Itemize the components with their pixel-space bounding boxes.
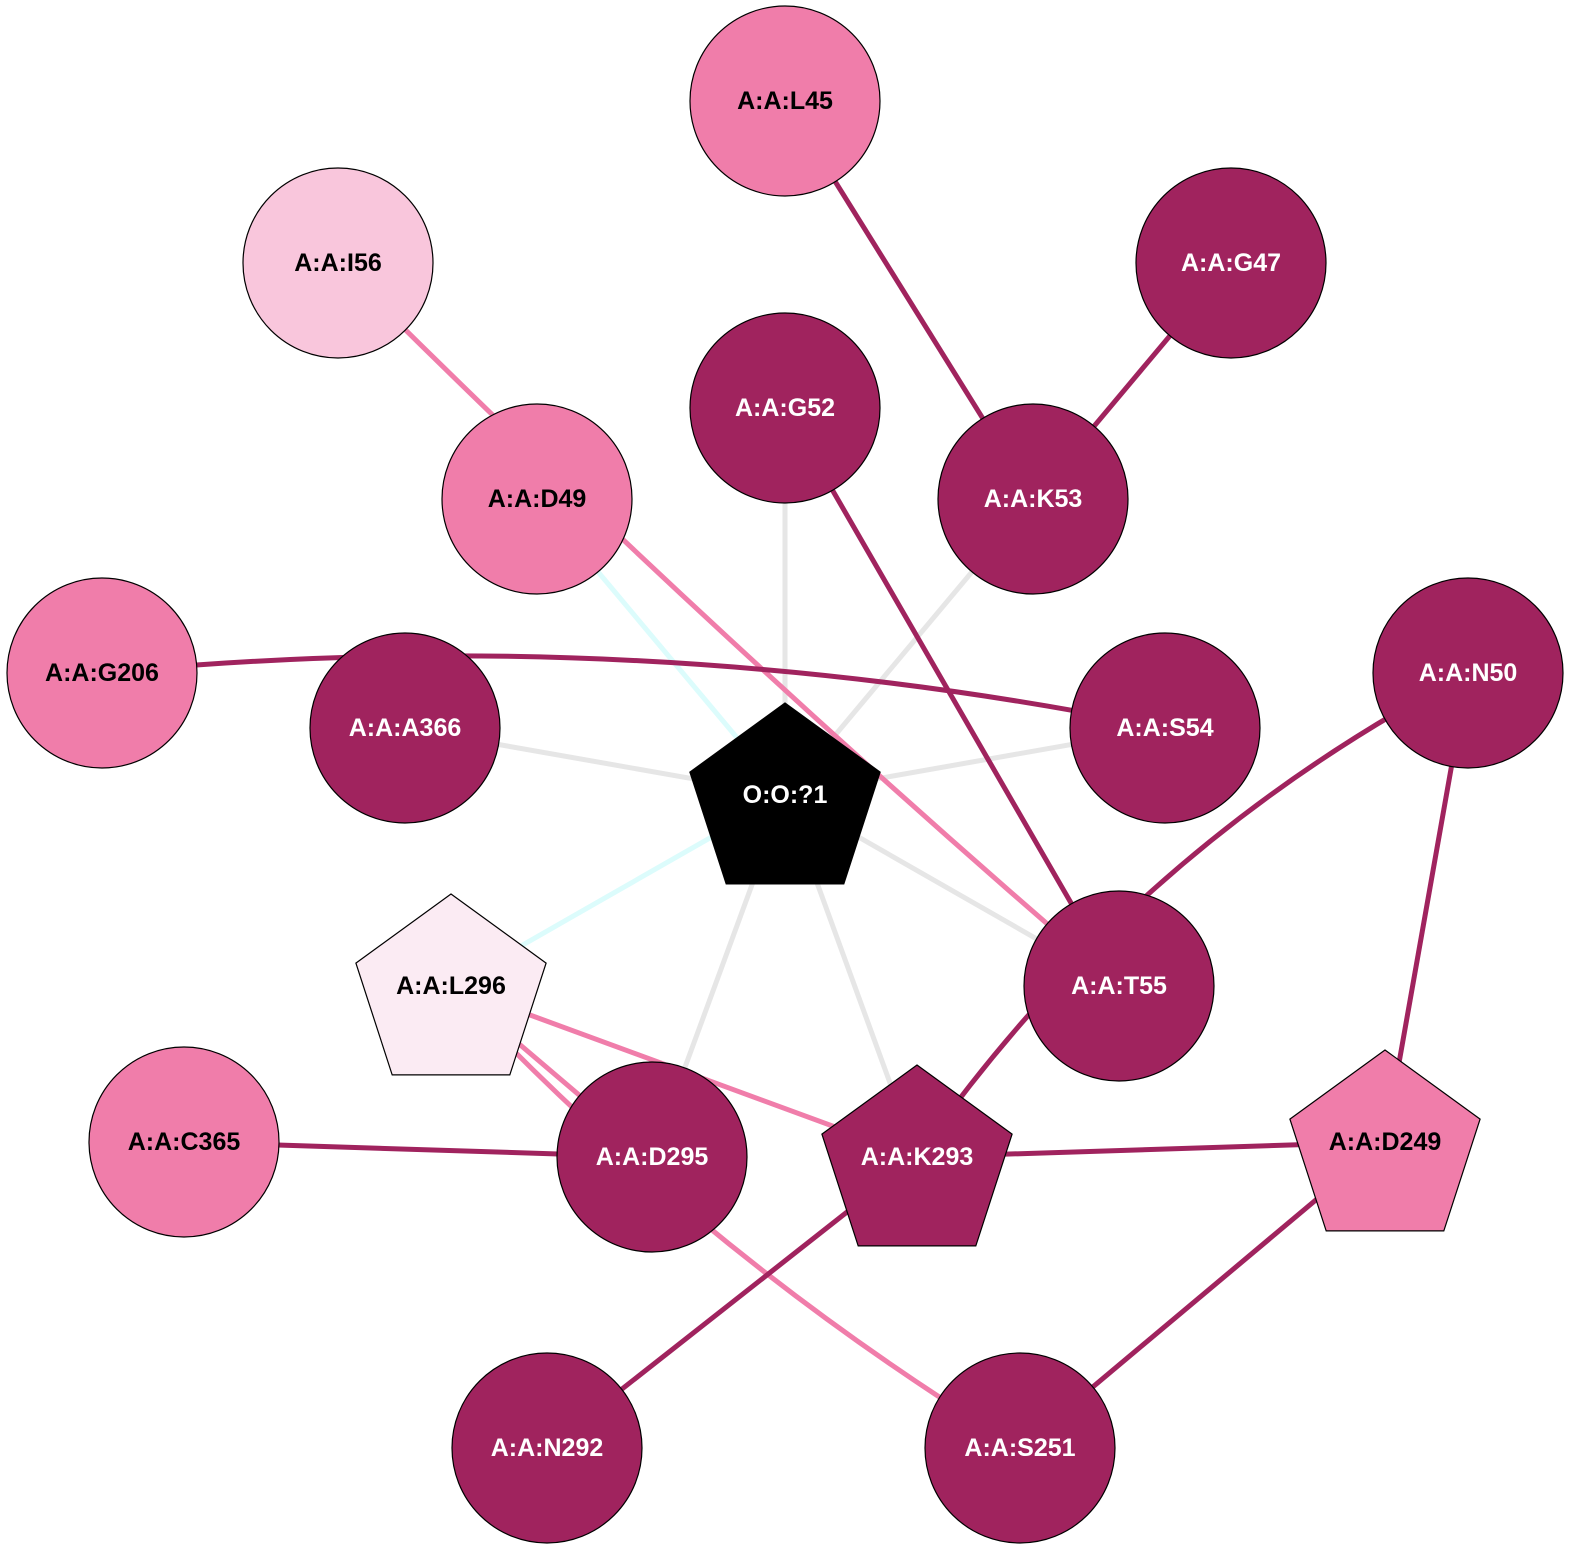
- circle-node-shape: [441, 403, 633, 595]
- node-l45[interactable]: A:A:L45: [689, 5, 881, 197]
- node-label: A:A:C365: [128, 1128, 241, 1156]
- edge-g52-t55: [782, 406, 1122, 988]
- circle-node-shape: [1135, 167, 1327, 359]
- node-label: A:A:N50: [1419, 659, 1518, 687]
- node-g47[interactable]: A:A:G47: [1135, 167, 1327, 359]
- node-n292[interactable]: A:A:N292: [451, 1352, 643, 1544]
- circle-node-shape: [242, 167, 434, 359]
- node-label: A:A:G52: [735, 394, 835, 422]
- edge-g206-s54: [101, 653, 1166, 731]
- node-s251[interactable]: A:A:S251: [924, 1352, 1116, 1544]
- node-label: A:A:G206: [45, 659, 159, 687]
- node-label: A:A:I56: [294, 249, 382, 277]
- edge-l296-s251: [449, 984, 1022, 1451]
- node-s54[interactable]: A:A:S54: [1069, 632, 1261, 824]
- pentagon-node-shape: [355, 893, 547, 1076]
- node-k293[interactable]: A:A:K293: [821, 1064, 1013, 1247]
- node-l296[interactable]: A:A:L296: [355, 893, 547, 1076]
- pentagon-node-shape: [689, 702, 881, 885]
- node-k53[interactable]: A:A:K53: [937, 403, 1129, 595]
- node-d49[interactable]: A:A:D49: [441, 403, 633, 595]
- node-label: A:A:L45: [737, 87, 833, 115]
- node-d249[interactable]: A:A:D249: [1289, 1049, 1481, 1232]
- circle-node-shape: [309, 632, 501, 824]
- node-label: A:A:D249: [1329, 1128, 1442, 1156]
- node-label: A:A:N292: [491, 1434, 604, 1462]
- edge-n50-k293: [914, 670, 1470, 1159]
- circle-node-shape: [689, 312, 881, 504]
- circle-node-shape: [924, 1352, 1116, 1544]
- node-label: A:A:D295: [596, 1143, 709, 1171]
- node-g52[interactable]: A:A:G52: [689, 312, 881, 504]
- circle-node-shape: [937, 403, 1129, 595]
- node-label: A:A:L296: [396, 972, 506, 1000]
- pentagon-node-shape: [821, 1064, 1013, 1247]
- circle-node-shape: [1372, 577, 1564, 769]
- node-label: A:A:D49: [488, 485, 587, 513]
- circle-node-shape: [1069, 632, 1261, 824]
- node-c365[interactable]: A:A:C365: [88, 1046, 280, 1238]
- circle-node-shape: [556, 1061, 748, 1253]
- circle-node-shape: [88, 1046, 280, 1238]
- node-label: O:O:?1: [743, 781, 828, 809]
- node-label: A:A:A366: [349, 714, 462, 742]
- circle-node-shape: [689, 5, 881, 197]
- node-i56[interactable]: A:A:I56: [242, 167, 434, 359]
- node-o1[interactable]: O:O:?1: [689, 702, 881, 885]
- node-g206[interactable]: A:A:G206: [6, 577, 198, 769]
- node-label: A:A:S54: [1116, 714, 1213, 742]
- node-t55[interactable]: A:A:T55: [1023, 890, 1215, 1082]
- node-d295[interactable]: A:A:D295: [556, 1061, 748, 1253]
- node-label: A:A:T55: [1071, 972, 1167, 1000]
- edge-i56-t55: [336, 261, 1121, 988]
- node-label: A:A:S251: [964, 1434, 1075, 1462]
- circle-node-shape: [451, 1352, 643, 1544]
- node-n50[interactable]: A:A:N50: [1372, 577, 1564, 769]
- node-label: A:A:G47: [1181, 249, 1281, 277]
- circle-node-shape: [1023, 890, 1215, 1082]
- node-label: A:A:K293: [861, 1143, 974, 1171]
- node-label: A:A:K53: [984, 485, 1083, 513]
- circle-node-shape: [6, 577, 198, 769]
- node-a366[interactable]: A:A:A366: [309, 632, 501, 824]
- pentagon-node-shape: [1289, 1049, 1481, 1232]
